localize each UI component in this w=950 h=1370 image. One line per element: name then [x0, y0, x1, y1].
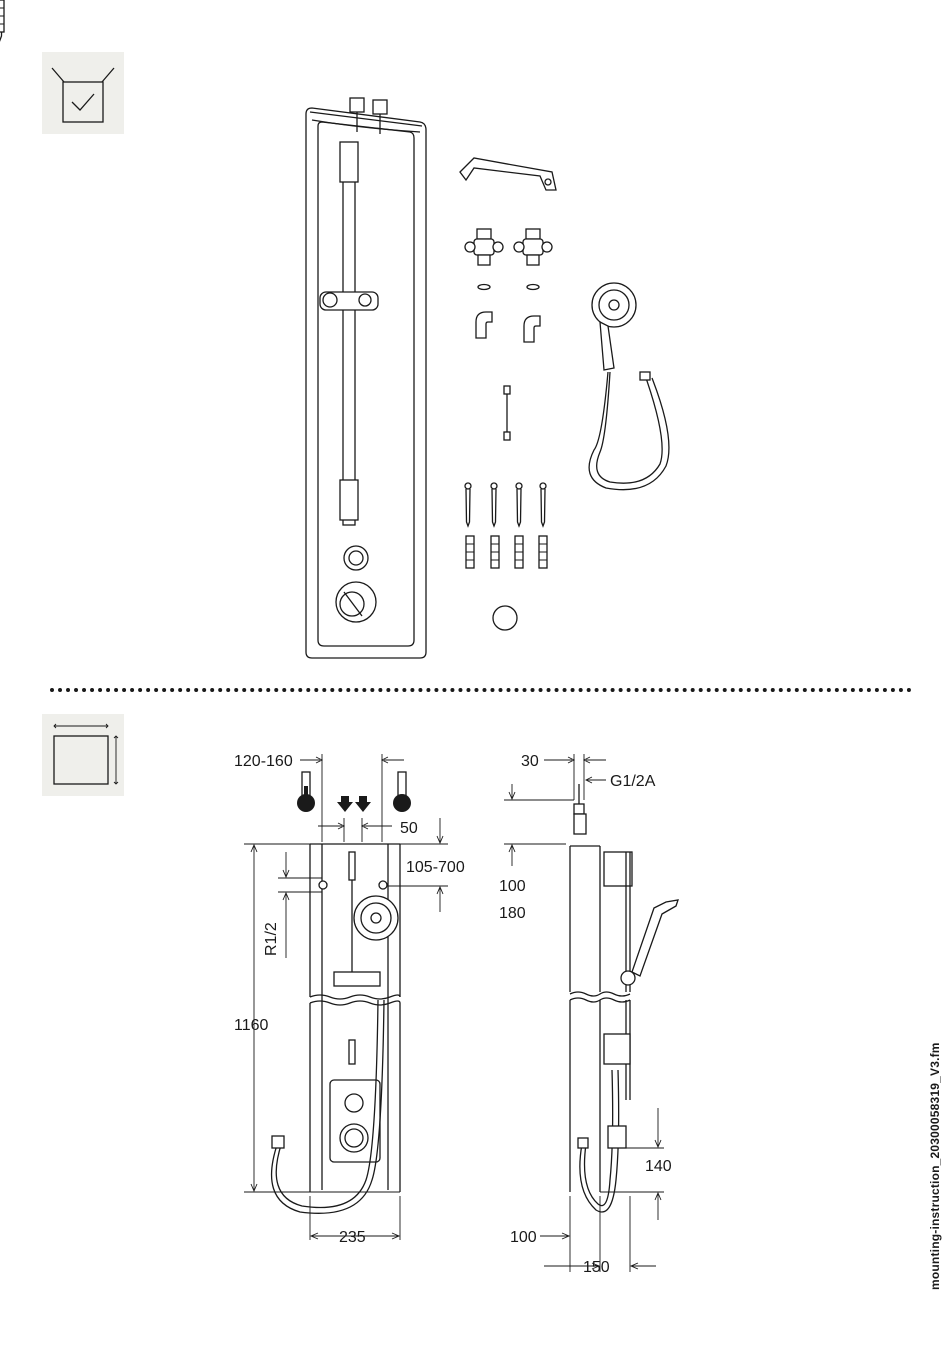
front-view [272, 844, 400, 1213]
dim-r12: R1/2 [263, 922, 280, 956]
wall-bracket [460, 158, 556, 190]
dim-1160: 1160 [234, 1017, 269, 1034]
hand-shower-and-hose [589, 283, 669, 490]
dim-120-160: 120-160 [234, 753, 293, 770]
hose-connector [504, 386, 510, 440]
cold-thermometer-icon [393, 772, 411, 812]
front-view-labels: 120-160 50 105-700 R1/2 1160 235 [234, 753, 465, 1246]
shower-panel-front [306, 98, 426, 658]
dim-100-bottom: 100 [510, 1229, 537, 1246]
dim-235: 235 [339, 1229, 366, 1246]
dim-105-700: 105-700 [406, 859, 465, 876]
dim-50: 50 [400, 820, 418, 837]
document-filename: mounting-instruction_20300058319_V3.fm [928, 1042, 942, 1290]
dim-30: 30 [521, 753, 539, 770]
elbow-fittings [476, 312, 540, 342]
dim-180: 180 [499, 905, 526, 922]
section-separator [50, 688, 912, 692]
dim-150: 150 [583, 1259, 610, 1276]
hot-thermometer-icon [297, 772, 315, 812]
dim-g12a: G1/2A [610, 773, 656, 790]
seal-ring [493, 606, 517, 630]
flow-arrows-icon [337, 796, 371, 812]
dim-140: 140 [645, 1158, 672, 1175]
dim-100: 100 [499, 878, 526, 895]
screws-and-dowels [0, 0, 547, 568]
stop-valves [465, 229, 552, 290]
